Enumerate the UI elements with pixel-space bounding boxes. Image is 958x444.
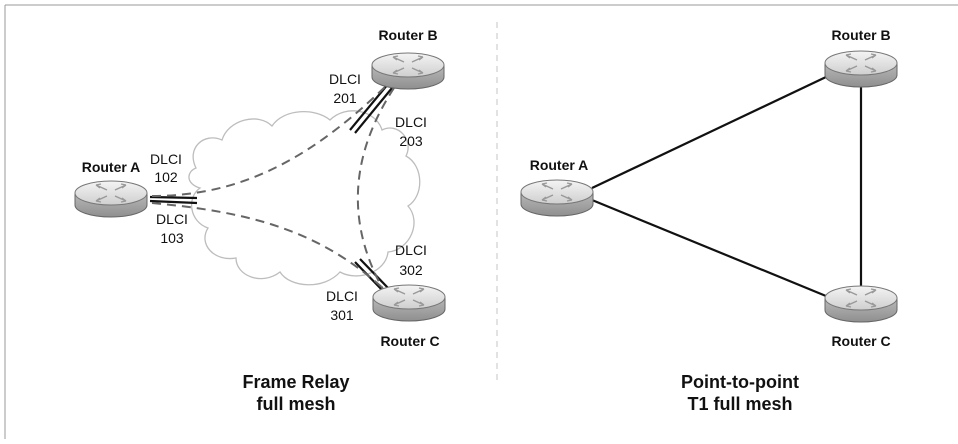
frame-relay-caption-line2: full mesh (256, 394, 335, 414)
dlci-102-number: 102 (154, 169, 178, 185)
dlci-302-number: 302 (399, 262, 423, 278)
dlci-301-word: DLCI (326, 288, 358, 304)
dlci-201-number: 201 (333, 90, 357, 106)
router-c-icon (372, 284, 446, 322)
frame-relay-caption-line1: Frame Relay (242, 372, 349, 392)
t1-link-a-c (591, 198, 827, 298)
dlci-301-number: 301 (330, 307, 354, 323)
router-a-label: Router A (530, 157, 589, 173)
t1-link-a-b (591, 76, 827, 189)
router-b-icon (371, 52, 445, 90)
dlci-201-word: DLCI (329, 71, 361, 87)
pvc-a-b (151, 83, 389, 197)
dlci-203-word: DLCI (395, 114, 427, 130)
access-line-b (349, 83, 393, 134)
router-a-icon (520, 179, 594, 217)
dlci-102-word: DLCI (150, 151, 182, 167)
dlci-103-number: 103 (160, 230, 184, 246)
frame-relay-panel: Router A Router B Router C DLCI 102 DLCI… (74, 27, 446, 414)
router-c-label: Router C (831, 333, 890, 349)
router-a-icon (74, 180, 148, 218)
dlci-103-word: DLCI (156, 211, 188, 227)
dlci-302-word: DLCI (395, 242, 427, 258)
pvc-a-c (151, 202, 387, 292)
t1-caption-line1: Point-to-point (681, 372, 799, 392)
pvc-b-c (356, 87, 395, 292)
point-to-point-panel: Router A Router B Router C Point-to-poin… (520, 27, 898, 414)
router-c-icon (824, 285, 898, 323)
router-b-icon (824, 50, 898, 88)
router-a-label: Router A (82, 159, 141, 175)
router-b-label: Router B (831, 27, 890, 43)
dlci-203-number: 203 (399, 133, 423, 149)
router-c-label: Router C (380, 333, 439, 349)
t1-caption-line2: T1 full mesh (687, 394, 792, 414)
router-b-label: Router B (378, 27, 437, 43)
frame-relay-cloud (188, 110, 421, 286)
access-line-a (149, 195, 198, 205)
